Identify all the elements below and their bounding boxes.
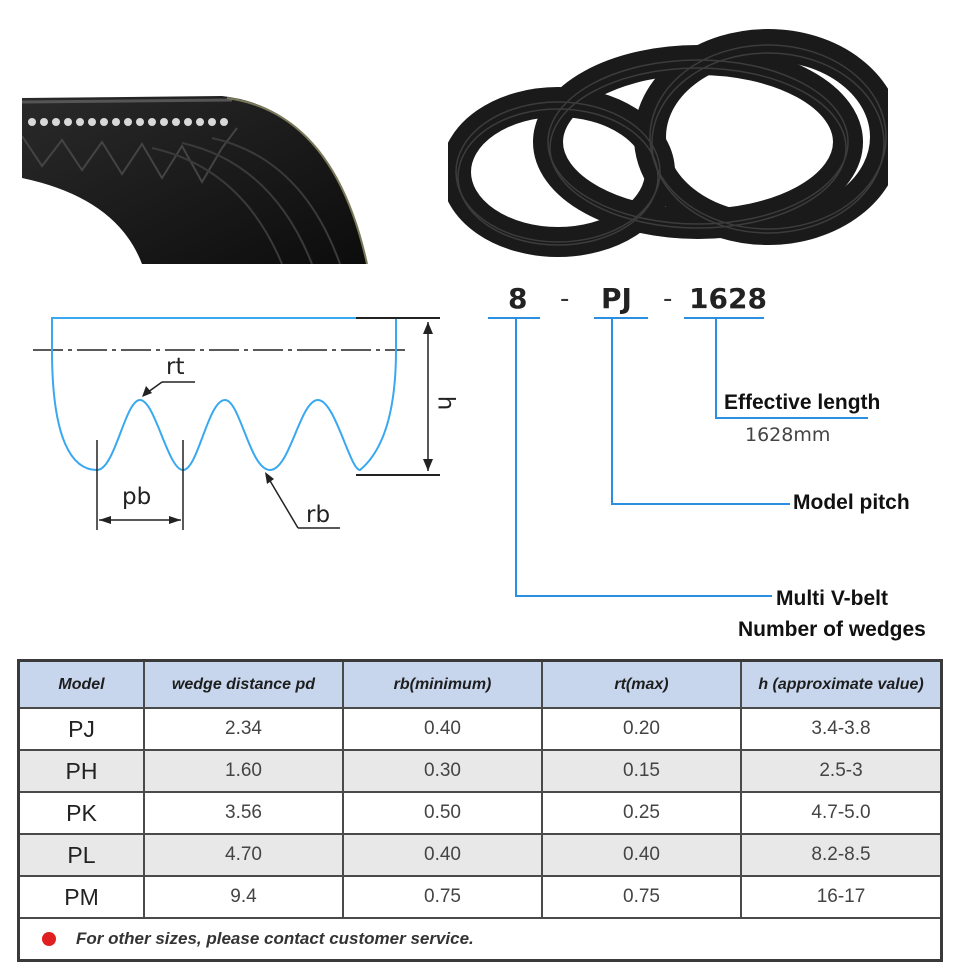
code-model: PJ [601,282,632,315]
rb-label: rb [306,502,331,528]
cell-rt: 0.20 [541,707,742,751]
cell-model: PH [17,749,145,793]
table-row: PH 1.60 0.30 0.15 2.5-3 [17,749,943,793]
belt-profile-outline [51,317,397,472]
code-length: 1628 [689,282,767,315]
table-header-row: Model wedge distance pd rb(minimum) rt(m… [17,659,943,709]
cell-h: 4.7-5.0 [740,791,943,835]
belt-rings-image [448,29,888,257]
cell-pd: 2.34 [143,707,344,751]
table-row: PJ 2.34 0.40 0.20 3.4-3.8 [17,707,943,751]
cell-pd: 9.4 [143,875,344,919]
note-text: For other sizes, please contact customer… [76,928,474,948]
cell-rb: 0.40 [342,833,543,877]
cell-h: 8.2-8.5 [740,833,943,877]
cell-rt: 0.75 [541,875,742,919]
effective-length-title: Effective length [724,391,881,414]
table-row: PL 4.70 0.40 0.40 8.2-8.5 [17,833,943,877]
cell-model: PJ [17,707,145,751]
cell-rb: 0.50 [342,791,543,835]
header-h: h (approximate value) [740,659,943,709]
cell-h: 3.4-3.8 [740,707,943,751]
cell-rb: 0.75 [342,875,543,919]
code-wedges: 8 [508,282,528,315]
cell-pd: 1.60 [143,749,344,793]
number-of-wedges-label: Number of wedges [738,618,926,641]
code-separator-1: - [560,284,570,314]
model-pitch-label: Model pitch [793,491,910,514]
cell-pd: 3.56 [143,791,344,835]
cell-rt: 0.25 [541,791,742,835]
header-rt: rt(max) [541,659,742,709]
cell-rb: 0.40 [342,707,543,751]
cell-rt: 0.40 [541,833,742,877]
red-dot-icon [42,931,56,946]
cell-h: 16-17 [740,875,943,919]
rt-label: rt [166,354,185,380]
header-rb: rb(minimum) [342,659,543,709]
cell-rt: 0.15 [541,749,742,793]
cell-model: PM [17,875,145,919]
cell-model: PK [17,791,145,835]
pb-label: pb [122,484,152,510]
cell-model: PL [17,833,145,877]
effective-length-value: 1628mm [745,424,831,446]
spec-table: Model wedge distance pd rb(minimum) rt(m… [17,659,943,962]
code-separator-2: - [663,284,673,314]
cell-rb: 0.30 [342,749,543,793]
table-note-row: For other sizes, please contact customer… [18,917,942,961]
belt-cross-section-image [22,96,368,264]
table-row: PM 9.4 0.75 0.75 16-17 [17,875,943,919]
cell-h: 2.5-3 [740,749,943,793]
header-model: Model [17,659,145,709]
cell-pd: 4.70 [143,833,344,877]
multi-vbelt-label: Multi V-belt [776,587,888,610]
table-row: PK 3.56 0.50 0.25 4.7-5.0 [17,791,943,835]
header-wedge-distance: wedge distance pd [143,659,344,709]
callout-lines [488,317,868,597]
belt-profile-diagram [33,317,440,530]
